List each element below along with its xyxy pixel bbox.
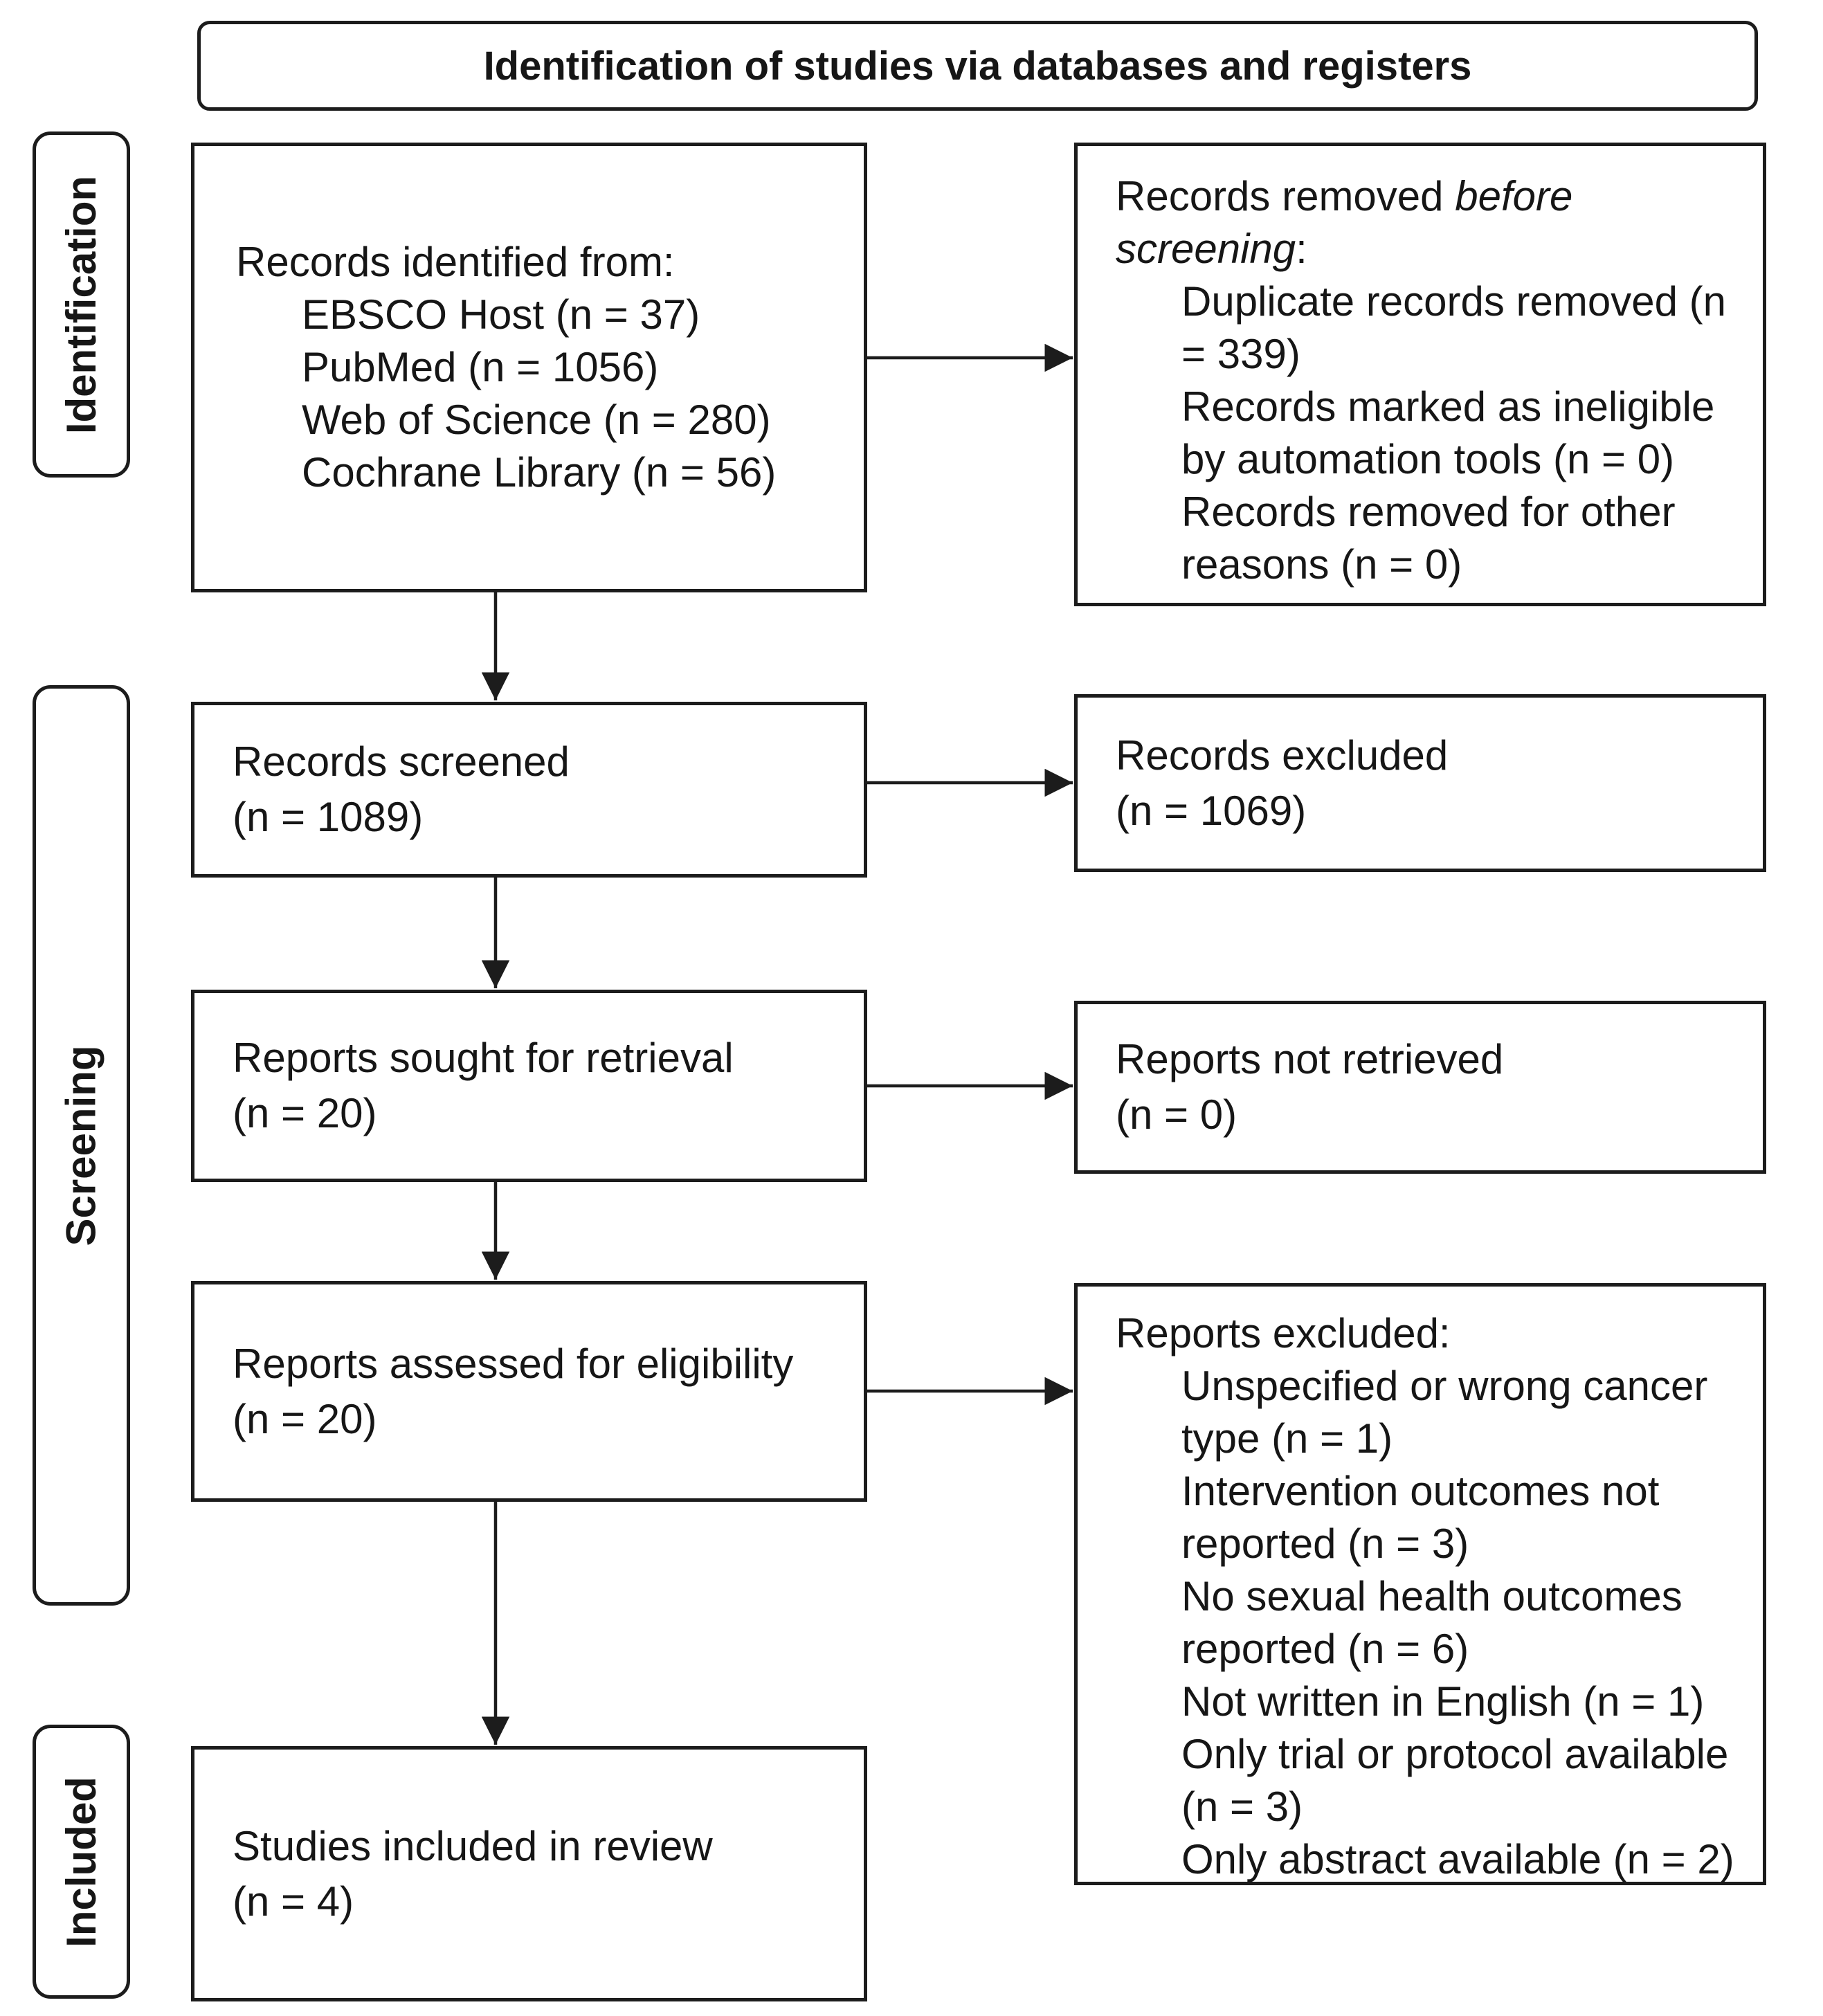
records-identified-item: Cochrane Library (n = 56): [302, 449, 777, 496]
records-removed-heading: Records removed before screening:: [1116, 170, 1745, 275]
stage-label-identification-text: Identification: [58, 175, 105, 434]
studies-included-count: (n = 4): [233, 1878, 354, 1925]
studies-included-label: Studies included in review: [233, 1822, 713, 1869]
box-reports-assessed: Reports assessed for eligibility (n = 20…: [191, 1281, 867, 1502]
records-screened-count: (n = 1089): [233, 794, 424, 840]
records-removed-item: Duplicate records removed (n = 339): [1181, 278, 1727, 377]
records-identified-heading: Records identified from:: [236, 239, 675, 285]
box-reports-sought: Reports sought for retrieval (n = 20): [191, 990, 867, 1182]
diagram-title: Identification of studies via databases …: [483, 43, 1472, 89]
stage-label-screening-text: Screening: [58, 1044, 105, 1246]
reports-assessed-label: Reports assessed for eligibility: [233, 1340, 794, 1387]
records-removed-item: Records marked as ineligible by automati…: [1181, 383, 1715, 482]
reports-assessed-count: (n = 20): [233, 1395, 377, 1442]
reports-not-retrieved-count: (n = 0): [1116, 1091, 1237, 1138]
records-removed-heading-suffix: :: [1296, 226, 1307, 272]
reports-excluded-item: Intervention outcomes not reported (n = …: [1181, 1468, 1660, 1567]
reports-excluded-item: Only abstract available (n = 2): [1181, 1836, 1734, 1882]
box-records-identified: Records identified from: EBSCO Host (n =…: [191, 143, 867, 592]
records-removed-heading-italic: before screening: [1116, 173, 1573, 272]
reports-sought-count: (n = 20): [233, 1090, 377, 1136]
box-reports-excluded: Reports excluded: Unspecified or wrong c…: [1074, 1283, 1766, 1885]
records-screened-label: Records screened: [233, 738, 570, 785]
stage-label-included: Included: [33, 1725, 130, 1999]
records-excluded-label: Records excluded: [1116, 732, 1449, 779]
records-excluded-count: (n = 1069): [1116, 787, 1307, 834]
reports-excluded-item: No sexual health outcomes reported (n = …: [1181, 1573, 1683, 1672]
title-box: Identification of studies via databases …: [197, 21, 1758, 111]
reports-excluded-item: Unspecified or wrong cancer type (n = 1): [1181, 1363, 1708, 1462]
box-reports-not-retrieved: Reports not retrieved (n = 0): [1074, 1001, 1766, 1174]
box-records-removed: Records removed before screening: Duplic…: [1074, 143, 1766, 606]
reports-excluded-item: Not written in English (n = 1): [1181, 1678, 1705, 1725]
stage-label-identification: Identification: [33, 131, 130, 478]
box-records-screened: Records screened (n = 1089): [191, 702, 867, 878]
stage-label-screening: Screening: [33, 685, 130, 1606]
reports-sought-label: Reports sought for retrieval: [233, 1035, 734, 1081]
reports-excluded-heading: Reports excluded:: [1116, 1310, 1451, 1356]
records-identified-item: EBSCO Host (n = 37): [302, 291, 700, 338]
reports-not-retrieved-label: Reports not retrieved: [1116, 1036, 1504, 1082]
box-records-excluded: Records excluded (n = 1069): [1074, 694, 1766, 872]
records-removed-heading-prefix: Records removed: [1116, 173, 1455, 219]
records-identified-item: PubMed (n = 1056): [302, 344, 659, 390]
stage-label-included-text: Included: [58, 1776, 105, 1947]
box-studies-included: Studies included in review (n = 4): [191, 1746, 867, 2001]
records-removed-item: Records removed for other reasons (n = 0…: [1181, 489, 1676, 588]
records-identified-item: Web of Science (n = 280): [302, 397, 771, 443]
reports-excluded-item: Only trial or protocol available (n = 3): [1181, 1731, 1729, 1830]
